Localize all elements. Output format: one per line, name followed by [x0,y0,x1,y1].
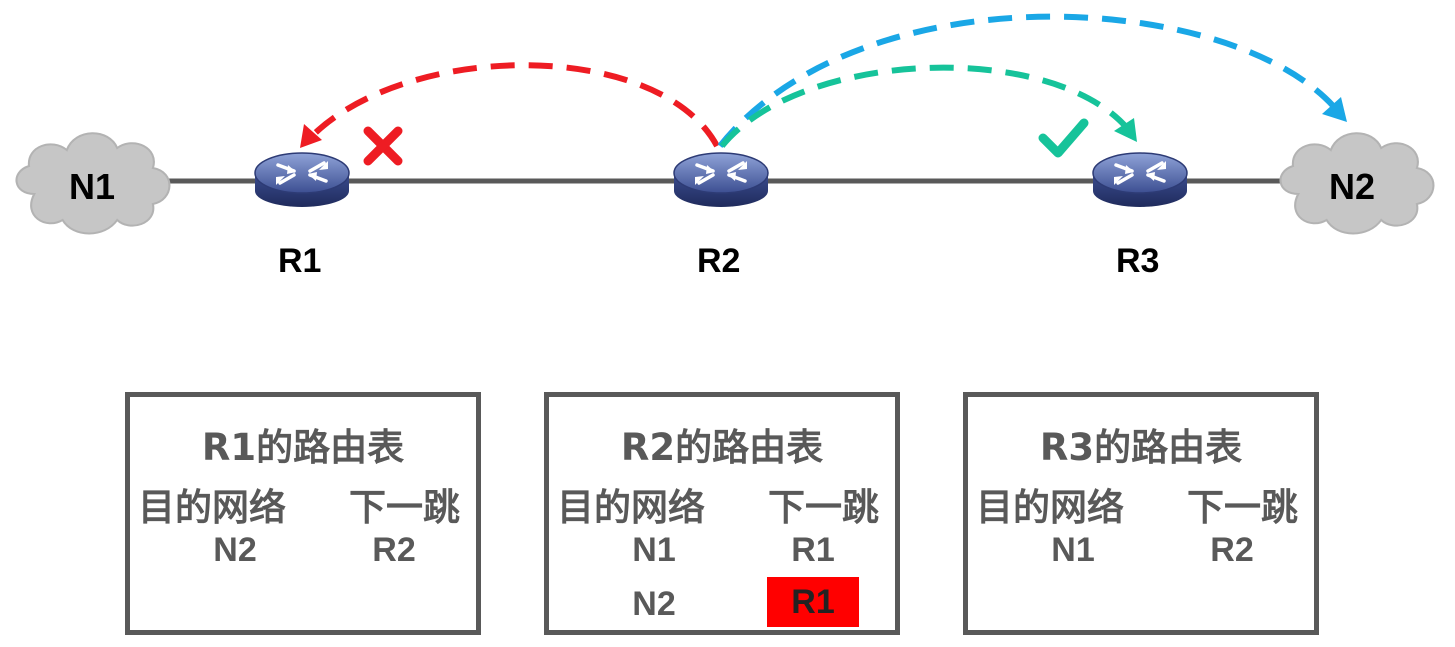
column-header-next-hop: 下一跳 [768,486,879,529]
table-cell-next-hop: R2 [372,531,416,569]
router-r2-icon [672,151,770,209]
table-cell-destination: N1 [632,531,676,569]
router-r1-icon [253,151,351,209]
wrong-route-arrowhead [300,124,322,148]
table-title: R2的路由表 [620,426,824,469]
check-icon [1038,118,1089,158]
router-r2-label: R2 [697,242,741,280]
wrong-route-arrow [309,62,720,148]
column-header-destination: 目的网络 [138,486,286,529]
column-header-next-hop: 下一跳 [1187,486,1298,529]
blue-route-arrowhead [1322,97,1347,122]
table-cell-destination: N2 [213,531,257,569]
router-r1-caption: ROUTER [285,207,319,216]
table-title: R3的路由表 [1039,426,1243,469]
router-r3-caption: ROUTER [1123,207,1157,216]
table-cell-next-hop: R1 [791,531,835,569]
correct-route-arrow [719,64,1130,148]
router-r1-label: R1 [278,242,322,280]
table-cell-next-hop: R2 [1210,531,1254,569]
routing-table-r3: R3的路由表 目的网络 下一跳 N1 R2 [963,392,1319,635]
router-r3-label: R3 [1116,242,1160,280]
column-header-destination: 目的网络 [557,486,705,529]
column-header-destination: 目的网络 [976,486,1124,529]
routing-table-r2: R2的路由表 目的网络 下一跳 N1 R1 N2 R1 [544,392,900,635]
network-n1-label: N1 [68,166,116,207]
correct-route-arrowhead [1114,118,1137,142]
table-title: R1的路由表 [201,426,405,469]
router-r2-caption: ROUTER [704,207,738,216]
table-cell-destination: N1 [1051,531,1095,569]
router-r3-icon [1091,151,1189,209]
blue-route-arrow [717,13,1338,148]
column-header-next-hop: 下一跳 [349,486,460,529]
network-n2-label: N2 [1328,166,1376,207]
highlighted-next-hop-cell: R1 [767,577,859,627]
routing-table-r1: R1的路由表 目的网络 下一跳 N2 R2 [125,392,481,635]
table-cell-destination: N2 [632,585,676,623]
cross-icon [363,126,403,166]
